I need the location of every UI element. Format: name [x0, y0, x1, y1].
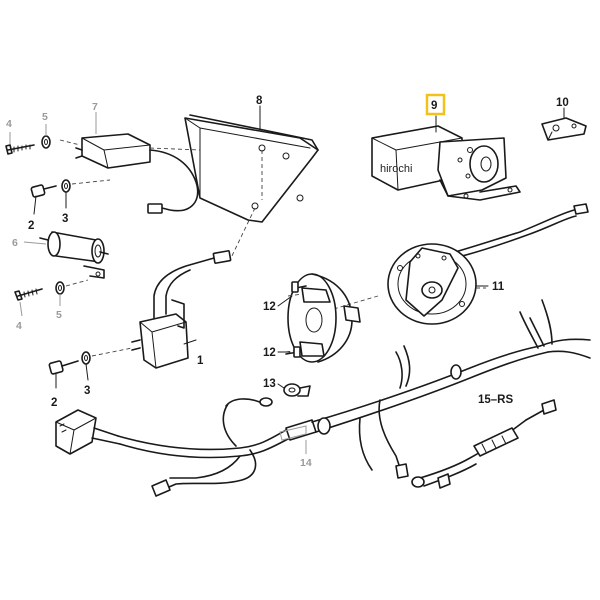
part-13-clip — [283, 383, 311, 397]
label-part-4-lower: 4 — [16, 320, 22, 332]
label-part-4-upper: 4 — [6, 118, 12, 130]
label-part-7: 7 — [92, 101, 98, 113]
screw-upper — [5, 135, 51, 155]
label-part-6: 6 — [12, 237, 18, 249]
watermark-text: hirochi — [380, 163, 412, 175]
distributor-plate — [285, 273, 361, 363]
part-11-trigger-plate — [329, 203, 589, 325]
label-part-10: 10 — [556, 97, 569, 109]
label-part-11: 11 — [492, 281, 505, 293]
label-part-15-rs: 15–RS — [478, 394, 513, 406]
label-part-9: 9 — [431, 100, 437, 112]
label-part-13: 13 — [263, 378, 276, 390]
part-1-coil-unit — [131, 250, 232, 369]
screw-mid-left — [30, 179, 111, 198]
label-part-12-lower: 12 — [263, 347, 276, 359]
label-part-5-upper: 5 — [42, 111, 48, 123]
part-6-condenser — [39, 231, 109, 279]
screw-lower — [14, 279, 89, 301]
screw-lower-left — [48, 347, 133, 375]
callout-labels: 1 2 3 2 3 4 5 4 5 6 7 8 9 — [6, 93, 569, 469]
part-14-wiring-harness — [55, 299, 591, 497]
label-part-14: 14 — [300, 457, 312, 469]
part-7-capacitor-unit — [59, 133, 201, 214]
label-part-2-upper: 2 — [28, 220, 34, 232]
highlight-box-part-9 — [425, 93, 446, 116]
screw-12-lower — [285, 346, 301, 358]
label-part-3-lower: 3 — [84, 385, 90, 397]
screw-12-upper — [291, 281, 307, 293]
part-9-control-unit: hirochi — [371, 125, 521, 201]
label-part-1: 1 — [197, 355, 204, 367]
label-part-8: 8 — [256, 95, 263, 107]
label-part-12-upper: 12 — [263, 301, 276, 313]
label-part-2-lower: 2 — [51, 397, 57, 409]
label-part-5-lower: 5 — [56, 309, 62, 321]
part-15-rs-lead — [411, 399, 557, 489]
part-10-bracket — [541, 117, 587, 141]
part-8-bracket — [184, 114, 319, 261]
label-part-3-upper: 3 — [62, 213, 68, 225]
